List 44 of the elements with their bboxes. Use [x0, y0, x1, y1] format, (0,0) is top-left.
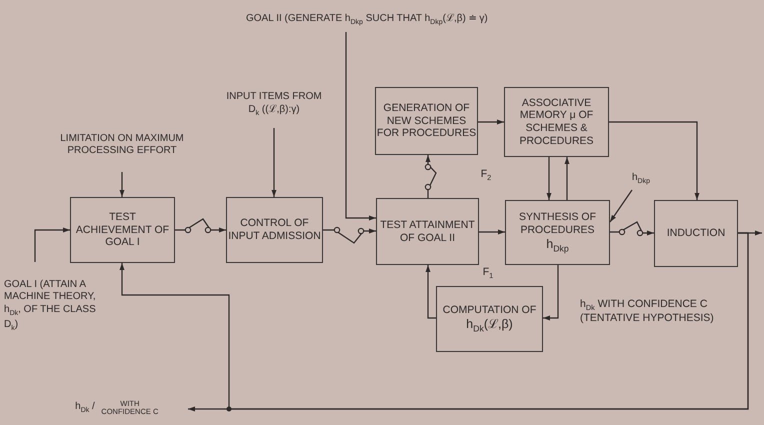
connector-arrow	[546, 157, 552, 200]
process-box	[505, 200, 610, 265]
connector-arrow	[426, 265, 436, 319]
annotation-text: INPUT ITEMS FROM D$_{k}$ ((ℒ,β):γ)	[225, 91, 323, 119]
annotation-text: GOAL II (GENERATE h$_{Dkp}$ SUCH THAT h$_{Dkp}$(ℒ,β) ≐ γ)	[246, 12, 488, 28]
annotation-text: h$_{Dk}$ WITH CONFIDENCE C (TENTATIVE HYPOTHESIS)	[580, 298, 715, 324]
connector-arrow	[426, 155, 437, 198]
box-formula: h$_{Dk}$(ℒ,β)	[466, 316, 513, 334]
connector-arrow	[345, 32, 376, 220]
connector-arrow	[34, 228, 70, 262]
connector-arrow	[120, 172, 124, 197]
box-label: GENERATION OF NEW SCHEMES FOR PROCEDURES	[376, 102, 477, 140]
connector-arrow	[323, 228, 376, 244]
annotation-text: GOAL I (ATTAIN A MACHINE THEORY, h$_{Dk}$, OF THE CLASS D$_{k}$)	[4, 278, 96, 334]
process-box	[436, 286, 543, 352]
connector-arrow	[478, 120, 504, 124]
box-label: INDUCTION	[666, 227, 726, 240]
connector-arrow	[175, 218, 226, 232]
box-label: TEST ACHIEVEMENT OF GOAL I	[74, 211, 170, 249]
process-box	[654, 200, 738, 267]
box-formula: h$_{Dkp}$	[546, 236, 569, 254]
process-box	[226, 197, 323, 263]
process-box	[70, 197, 175, 263]
connector-arrow	[543, 265, 559, 320]
leader-arrow	[738, 230, 762, 236]
connector-arrow	[479, 230, 505, 234]
connector-arrow	[610, 221, 654, 236]
process-box	[376, 198, 479, 265]
annotation-text: h$_{Dkp}$	[632, 172, 650, 186]
box-label: COMPUTATION OF	[442, 304, 536, 317]
connector-arrow	[272, 128, 276, 197]
process-box	[504, 87, 609, 157]
box-label: CONTROL OF INPUT ADMISSION	[227, 217, 322, 243]
feedback-label: F$_{2}$	[480, 168, 492, 182]
annotation-text: LIMITATION ON MAXIMUM PROCESSING EFFORT	[60, 132, 184, 158]
connector-arrow	[609, 121, 700, 200]
box-label: SYNTHESIS OF PROCEDURES	[518, 211, 597, 237]
connector-arrow	[564, 157, 570, 200]
connector-arrow	[610, 190, 632, 222]
feedback-label: F$_{1}$	[482, 266, 494, 280]
annotation-text: h$_{Dk}$ /	[75, 400, 95, 416]
box-label: ASSOCIATIVE MEMORY μ OF SCHEMES & PROCEDURES	[518, 96, 595, 148]
process-box	[375, 87, 478, 155]
box-label: TEST ATTAINMENT OF GOAL II	[379, 218, 476, 244]
